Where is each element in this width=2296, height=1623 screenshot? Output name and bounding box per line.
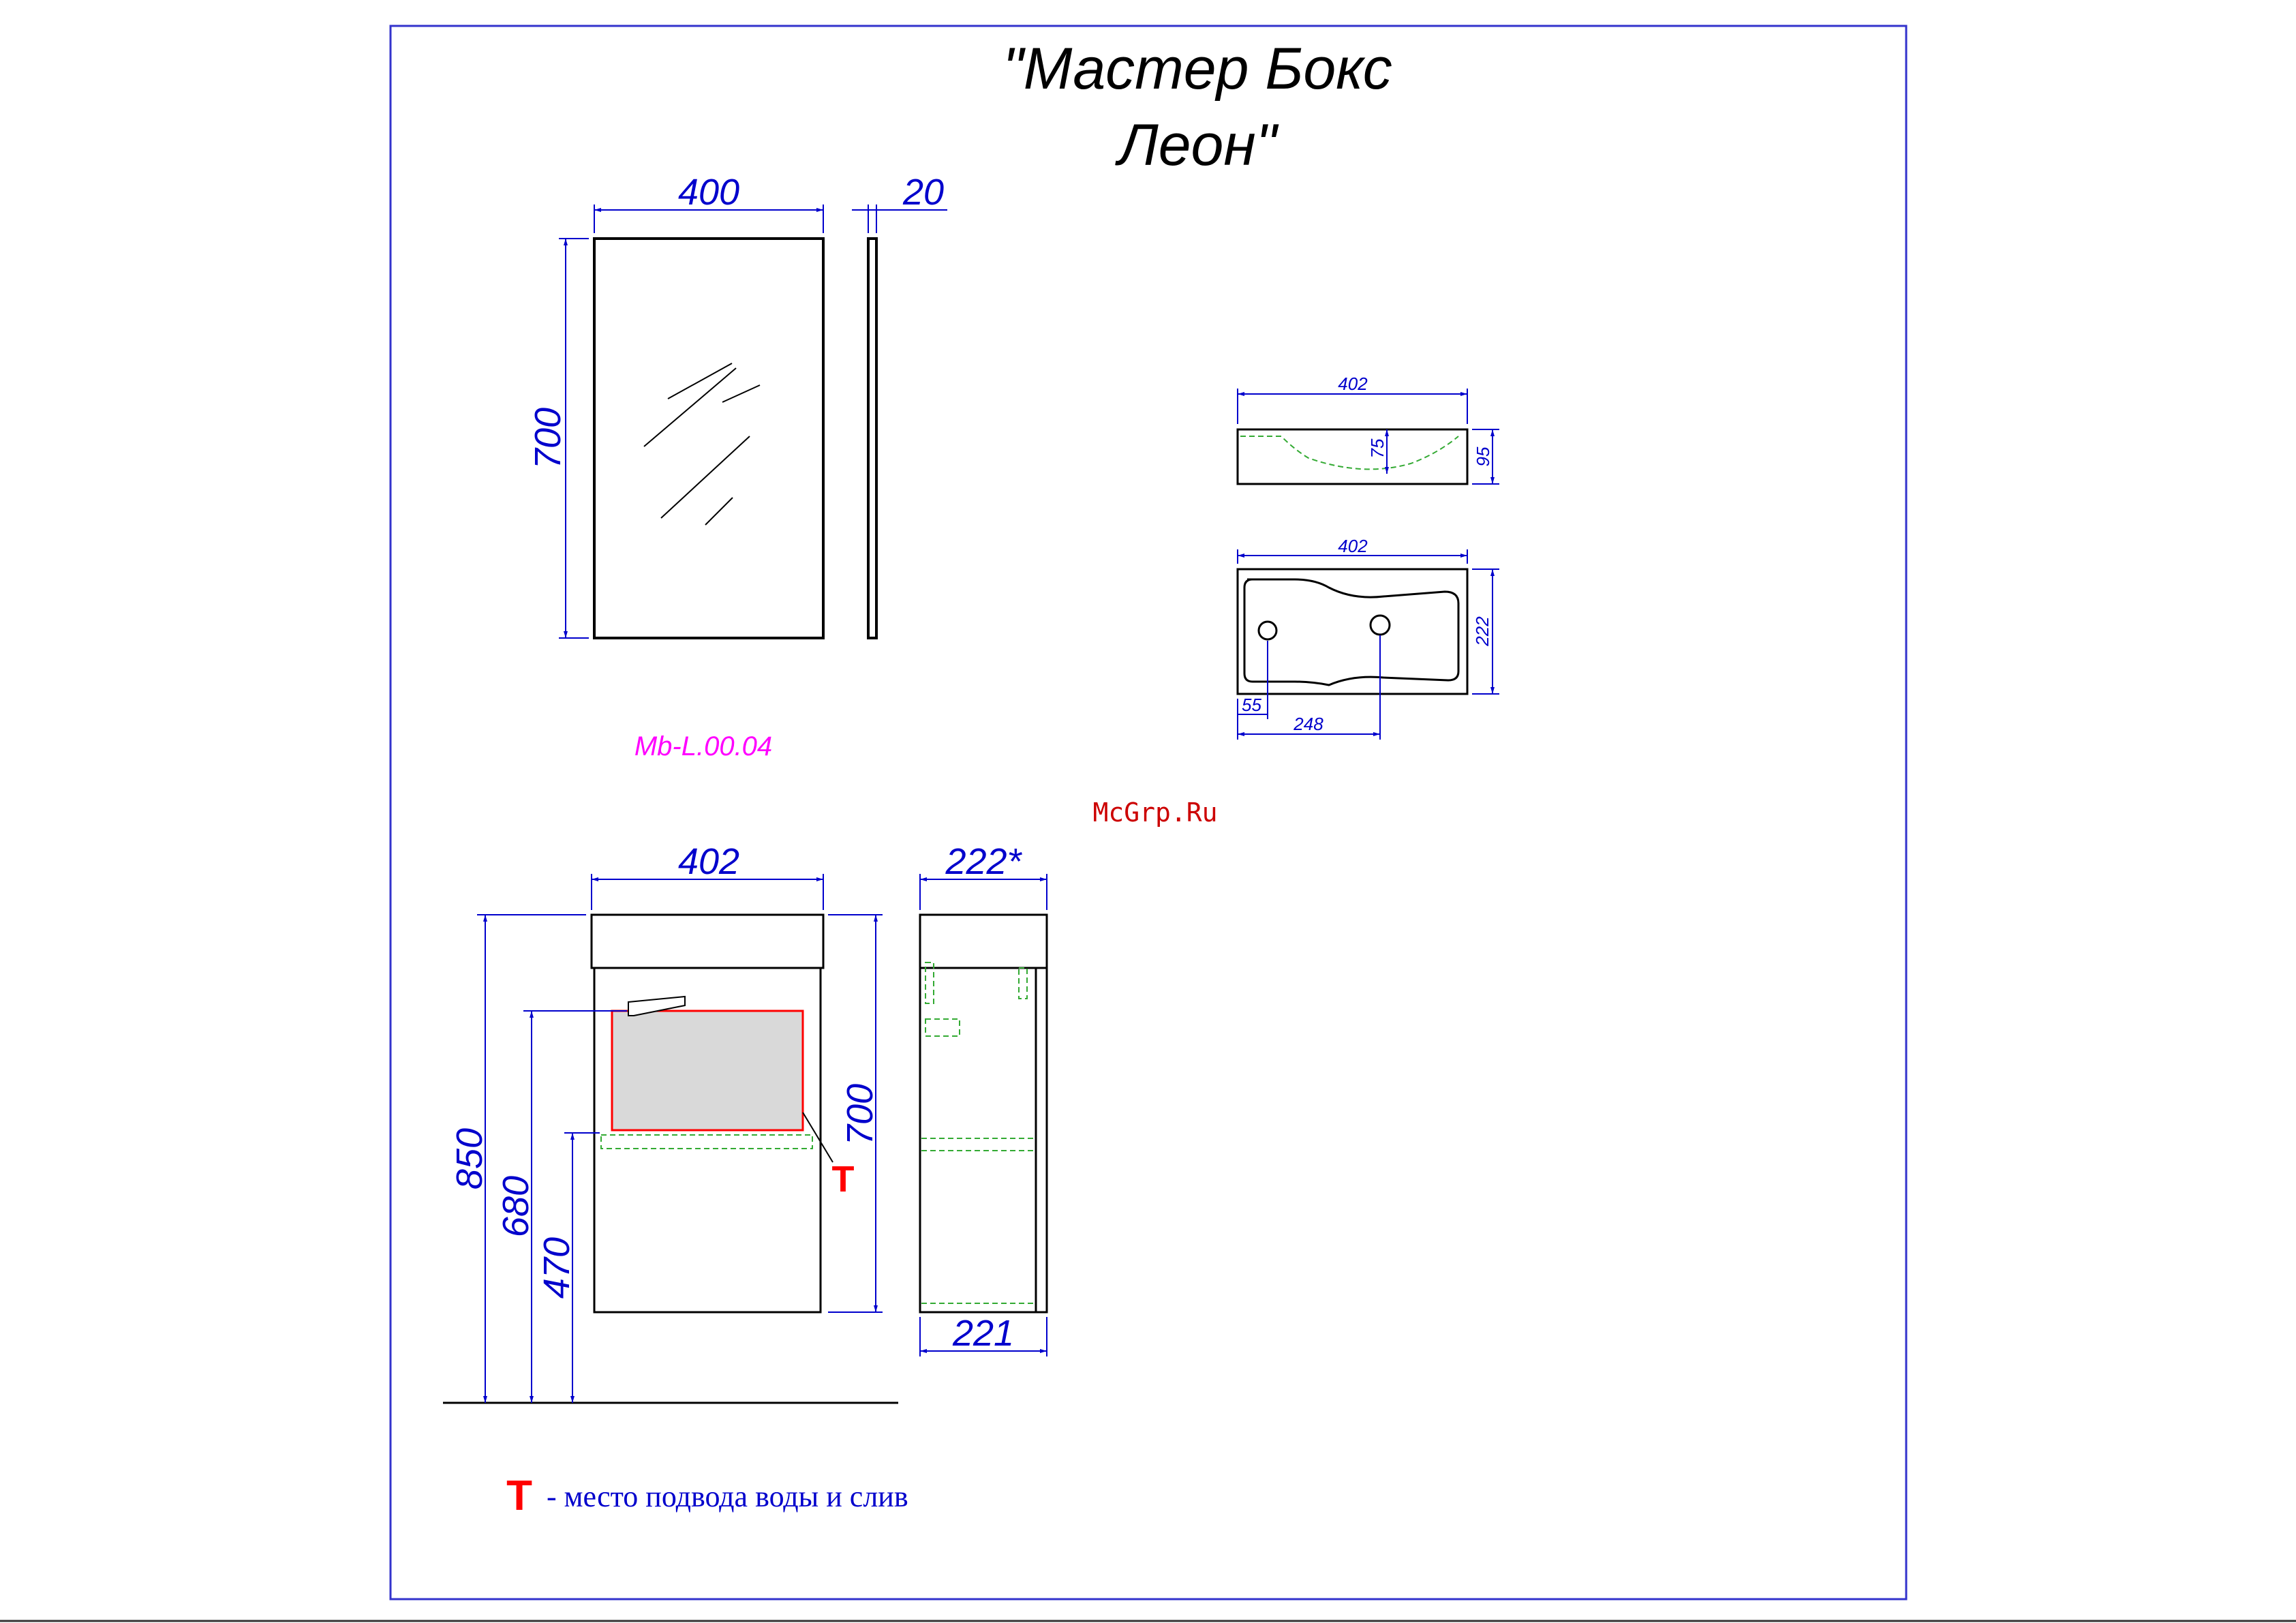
mirror-side-view: 20 [852, 172, 947, 638]
title-line-1: "Мастер Бокс [1002, 36, 1392, 102]
cabinet-side-view: 222* 221 [920, 841, 1047, 1356]
basin-side-width-label: 402 [1338, 374, 1368, 394]
cabinet-width-label: 402 [678, 841, 739, 882]
legend-text: - место подвода воды и слив [547, 1480, 908, 1513]
title-line-2: Леон" [1115, 112, 1279, 178]
legend-marker: T [506, 1472, 532, 1519]
cabinet-front-view: T 402 700 850 680 470 [443, 841, 898, 1403]
legend: T - место подвода воды и слив [506, 1472, 908, 1519]
side-top-depth-label: 222* [945, 841, 1022, 882]
mirror-width-label: 400 [678, 172, 739, 213]
tap-offset-label: 55 [1242, 695, 1261, 715]
mirror-depth-label: 20 [902, 172, 944, 213]
product-code: Mb-L.00.04 [634, 731, 772, 761]
drain-offset-label: 248 [1293, 714, 1323, 734]
basin-side-height-label: 95 [1473, 446, 1493, 466]
basin-inner-depth-label: 75 [1367, 438, 1388, 458]
water-height-label: 680 [495, 1176, 536, 1237]
plumbing-zone [612, 1011, 803, 1130]
basin-top-view: 402 222 55 248 [1238, 536, 1499, 740]
total-height-label: 850 [449, 1128, 490, 1189]
side-bottom-depth-label: 221 [952, 1313, 1014, 1354]
basin-top-depth-label: 222 [1472, 616, 1493, 647]
basin-side-outline [1238, 429, 1467, 484]
cabinet-body-height-label: 700 [840, 1084, 881, 1145]
basin-top-outline [1238, 569, 1467, 694]
cabinet-side-top [920, 915, 1047, 968]
basin-top-width-label: 402 [1338, 536, 1368, 556]
mirror-height-label: 700 [527, 408, 568, 469]
watermark: McGrp.Ru [1092, 798, 1217, 828]
mirror-outline [594, 239, 823, 638]
connection-marker: T [832, 1159, 855, 1200]
drain-height-label: 470 [536, 1237, 577, 1299]
mirror-front-view: 400 700 [527, 172, 823, 638]
basin-side-view: 402 75 95 [1238, 374, 1499, 484]
cabinet-basin-top [592, 915, 823, 968]
mirror-side-outline [868, 239, 876, 638]
